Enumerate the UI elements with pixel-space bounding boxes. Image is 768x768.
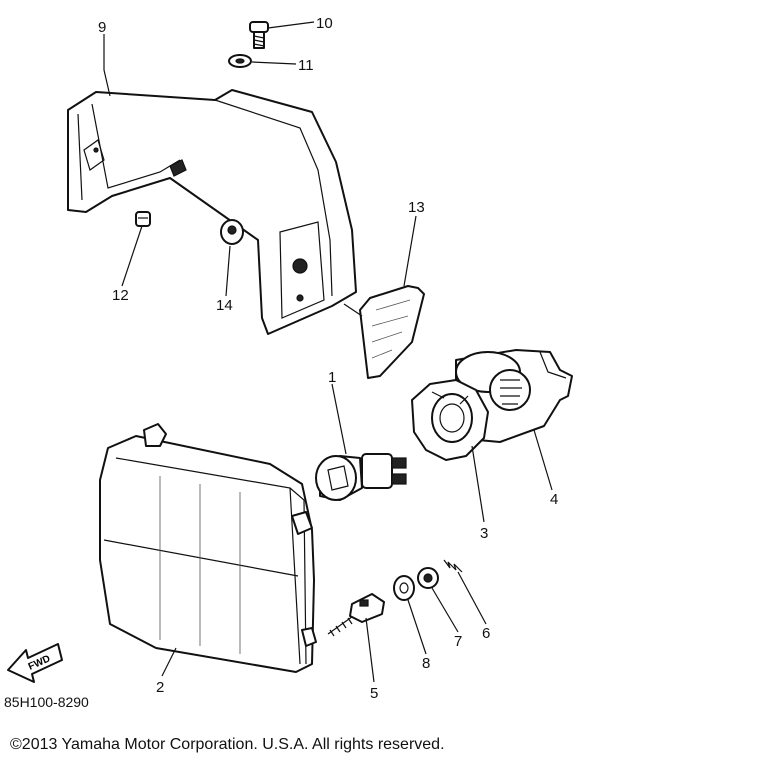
callout-2: 2: [156, 679, 164, 696]
adjusting-screw-part: [327, 593, 385, 637]
callout-3: 3: [480, 525, 488, 542]
washer-part: [228, 54, 252, 68]
callout-10: 10: [316, 15, 333, 32]
callout-14: 14: [216, 297, 233, 314]
screw-part: [249, 21, 269, 49]
nut-part: [417, 567, 439, 589]
fwd-arrow-icon: FWD: [7, 643, 63, 683]
callout-11: 11: [298, 57, 314, 74]
spring-part: [443, 559, 463, 573]
callout-1: 1: [328, 369, 336, 386]
grommet-small-part: [135, 211, 151, 227]
diagram-reference-code: 85H100-8290: [4, 694, 89, 710]
callout-12: 12: [112, 287, 129, 304]
headlight-cover-part: [67, 89, 357, 335]
leader-lines: [103, 21, 553, 683]
callout-7: 7: [454, 633, 462, 650]
callout-8: 8: [422, 655, 430, 672]
callout-4: 4: [550, 491, 558, 508]
headlight-bulb-part: [315, 453, 407, 501]
callout-13: 13: [408, 199, 425, 216]
callout-9: 9: [98, 19, 106, 36]
bushing-part: [393, 575, 415, 601]
callout-5: 5: [370, 685, 378, 702]
copyright-notice: ©2013 Yamaha Motor Corporation. U.S.A. A…: [10, 736, 445, 753]
grommet-part: [220, 219, 244, 245]
socket-ring-part: [411, 379, 489, 461]
headlight-unit-part: [99, 423, 317, 673]
callout-6: 6: [482, 625, 490, 642]
reflector-part: [343, 285, 425, 379]
